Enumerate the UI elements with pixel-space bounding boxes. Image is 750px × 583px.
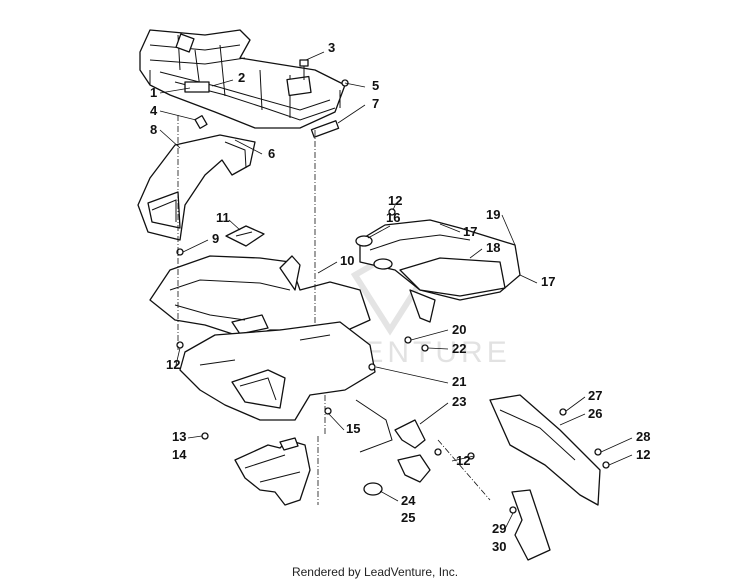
o-ring-16	[355, 235, 393, 270]
callout-label: 12	[636, 447, 650, 462]
bolt-3	[299, 59, 309, 80]
callout-label: 28	[636, 429, 650, 444]
alignment-lines	[177, 115, 491, 505]
callout-label: 17	[463, 224, 477, 239]
side-panel-18	[359, 219, 521, 323]
callout-label: 9	[212, 231, 219, 246]
callout-label: 8	[150, 122, 157, 137]
callout-label: 20	[452, 322, 466, 337]
callout-label: 29	[492, 521, 506, 536]
callout-label: 15	[346, 421, 360, 436]
leader-lines	[159, 51, 633, 530]
callout-label: 23	[452, 394, 466, 409]
callout-label: 4	[150, 103, 158, 118]
ring-25	[363, 482, 383, 496]
callout-label: 11	[216, 210, 230, 225]
callout-label: 19	[486, 207, 500, 222]
callout-label: 22	[452, 341, 466, 356]
front-body	[179, 321, 376, 421]
callout-label: 26	[588, 406, 602, 421]
frame-section	[234, 437, 311, 506]
callout-label: 3	[328, 40, 335, 55]
callout-label: 30	[492, 539, 506, 554]
callout-label: 2	[238, 70, 245, 85]
callout-label: 16	[386, 210, 400, 225]
footer-credit: Rendered by LeadVenture, Inc.	[291, 565, 459, 579]
callout-label: 10	[340, 253, 354, 268]
callout-label: 21	[452, 374, 466, 389]
callout-labels: 1234567891011121617181917122022212315131…	[150, 40, 650, 554]
callout-label: 12	[166, 357, 180, 372]
gas-cap-11	[225, 225, 265, 247]
callout-label: 25	[401, 510, 415, 525]
rear-fender-8	[137, 134, 256, 241]
callout-label: 5	[372, 78, 379, 93]
callout-label: 6	[268, 146, 275, 161]
screw-4	[194, 115, 208, 129]
callout-label: 18	[486, 240, 500, 255]
callout-label: 7	[372, 96, 379, 111]
callout-label: 14	[172, 447, 187, 462]
callout-label: 12	[388, 193, 402, 208]
splash-guard-26	[489, 394, 601, 506]
callout-label: 24	[401, 493, 416, 508]
rear-rack	[139, 29, 346, 129]
callout-label: 17	[541, 274, 555, 289]
mud-flap-30	[511, 489, 551, 561]
callout-label: 12	[456, 453, 470, 468]
bracket-23	[355, 399, 431, 483]
callout-label: 1	[150, 85, 157, 100]
callout-label: 27	[588, 388, 602, 403]
callout-label: 13	[172, 429, 186, 444]
reflector-7	[310, 120, 340, 138]
